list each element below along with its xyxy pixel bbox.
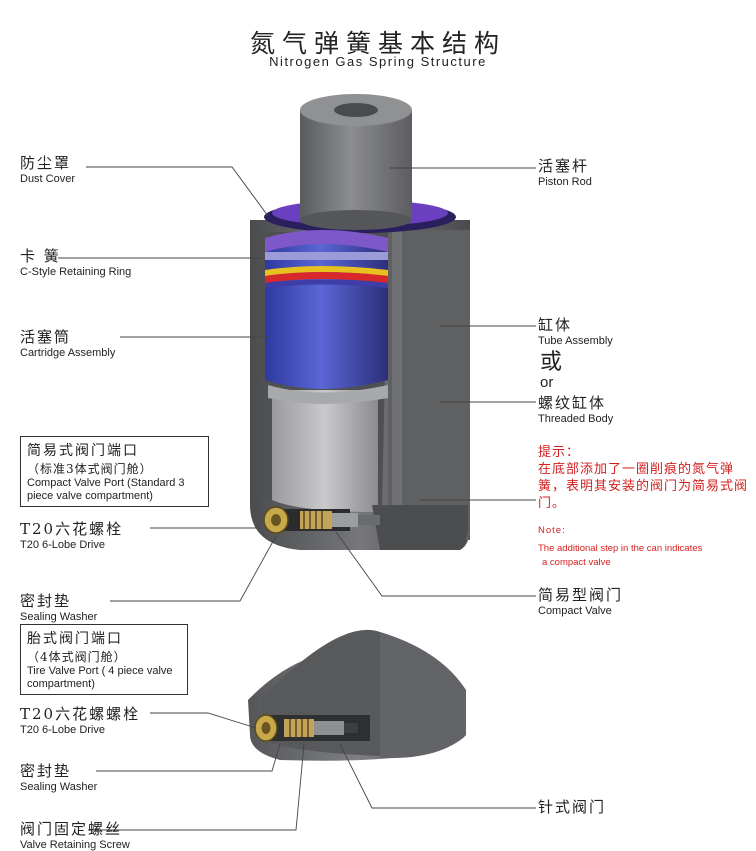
washer-bottom-en: Sealing Washer <box>20 781 98 793</box>
pin-valve-cn: 针式阀门 <box>538 798 607 816</box>
tire-port-en: Tire Valve Port ( 4 piece valve compartm… <box>27 665 173 690</box>
tire-valve-cap <box>248 629 466 761</box>
title-chinese: 氮气弹簧基本结构 <box>249 29 506 58</box>
label-or: 或 or <box>540 350 565 392</box>
label-washer-bottom: 密封垫 Sealing Washer <box>20 760 97 793</box>
note-en-heading: Note: <box>538 525 566 536</box>
threaded-cn: 螺纹缸体 <box>538 394 607 412</box>
retaining-ring-cn: 卡 簧 <box>20 247 61 265</box>
note-en-body-1: The additional step in the can indicates <box>538 543 703 554</box>
label-threaded-body: 螺纹缸体 Threaded Body <box>538 392 613 425</box>
tire-port-sub: （4体式阀门舱） <box>27 650 127 664</box>
label-compact-valve: 简易型阀门 Compact Valve <box>538 584 623 617</box>
tire-port-cn: 胎式阀门端口 <box>27 631 123 647</box>
t20-top-cn: T20六花螺栓 <box>20 520 124 538</box>
washer-top-en: Sealing Washer <box>20 611 98 623</box>
washer-top-cn: 密封垫 <box>20 592 72 610</box>
piston-rod <box>300 94 412 230</box>
t20-top-en: T20 6-Lobe Drive <box>20 539 105 551</box>
label-cartridge: 活塞筒 Cartridge Assembly <box>20 326 115 359</box>
label-t20-bottom: T20六花螺螺栓 T20 6-Lobe Drive <box>20 703 140 736</box>
compact-port-sub: （标准3体式阀门舱） <box>27 462 153 476</box>
dust-cover-cn: 防尘罩 <box>20 154 72 172</box>
washer-bottom-cn: 密封垫 <box>20 762 72 780</box>
label-tube: 缸体 Tube Assembly <box>538 314 613 347</box>
label-retaining-screw: 阀门固定螺丝 Valve Retaining Screw <box>20 818 130 851</box>
retaining-screw-cn: 阀门固定螺丝 <box>20 820 123 838</box>
t20-bottom-cn: T20六花螺螺栓 <box>20 705 141 723</box>
compact-valve-port-box: 简易式阀门端口 （标准3体式阀门舱） Compact Valve Port (S… <box>20 436 209 507</box>
leader-lines <box>58 166 536 831</box>
threaded-en: Threaded Body <box>538 413 614 425</box>
note-en-body-2: a compact valve <box>542 557 611 568</box>
dust-cover-en: Dust Cover <box>20 173 76 185</box>
or-en: or <box>540 374 554 391</box>
tube-cn: 缸体 <box>538 316 573 334</box>
note-cn-body: 在底部添加了一圈削痕的氮气弹簧，表明其安装的阀门为简易式阀门。 <box>538 462 749 511</box>
tire-valve-port-box: 胎式阀门端口 （4体式阀门舱） Tire Valve Port ( 4 piec… <box>20 624 188 695</box>
t20-bottom-en: T20 6-Lobe Drive <box>20 724 105 736</box>
label-t20-top: T20六花螺栓 T20 6-Lobe Drive <box>20 518 123 551</box>
compact-port-cn: 简易式阀门端口 <box>27 443 139 459</box>
piston-rod-en: Piston Rod <box>538 176 592 188</box>
tube-en: Tube Assembly <box>538 335 613 347</box>
label-pin-valve: 针式阀门 <box>538 796 606 817</box>
or-cn: 或 <box>540 350 565 375</box>
label-retaining-ring: 卡 簧 C-Style Retaining Ring <box>20 245 131 278</box>
note-block: 提示： 在底部添加了一圈削痕的氮气弹簧，表明其安装的阀门为简易式阀门。 Note… <box>538 444 748 570</box>
cartridge-en: Cartridge Assembly <box>20 347 116 359</box>
label-dust-cover: 防尘罩 Dust Cover <box>20 152 75 185</box>
title-english: Nitrogen Gas Spring Structure <box>269 54 487 69</box>
retaining-screw-en: Valve Retaining Screw <box>20 839 130 851</box>
label-washer-top: 密封垫 Sealing Washer <box>20 590 97 623</box>
label-piston-rod: 活塞杆 Piston Rod <box>538 155 592 188</box>
piston-rod-cn: 活塞杆 <box>538 157 590 175</box>
compact-valve-cn: 简易型阀门 <box>538 586 624 604</box>
retaining-ring-en: C-Style Retaining Ring <box>20 266 132 278</box>
note-cn-heading: 提示： <box>538 445 581 460</box>
compact-valve-en: Compact Valve <box>538 605 612 617</box>
cartridge-cn: 活塞筒 <box>20 328 72 346</box>
compact-port-en: Compact Valve Port (Standard 3 piece val… <box>27 477 185 502</box>
compact-valve-drawing <box>263 506 380 534</box>
